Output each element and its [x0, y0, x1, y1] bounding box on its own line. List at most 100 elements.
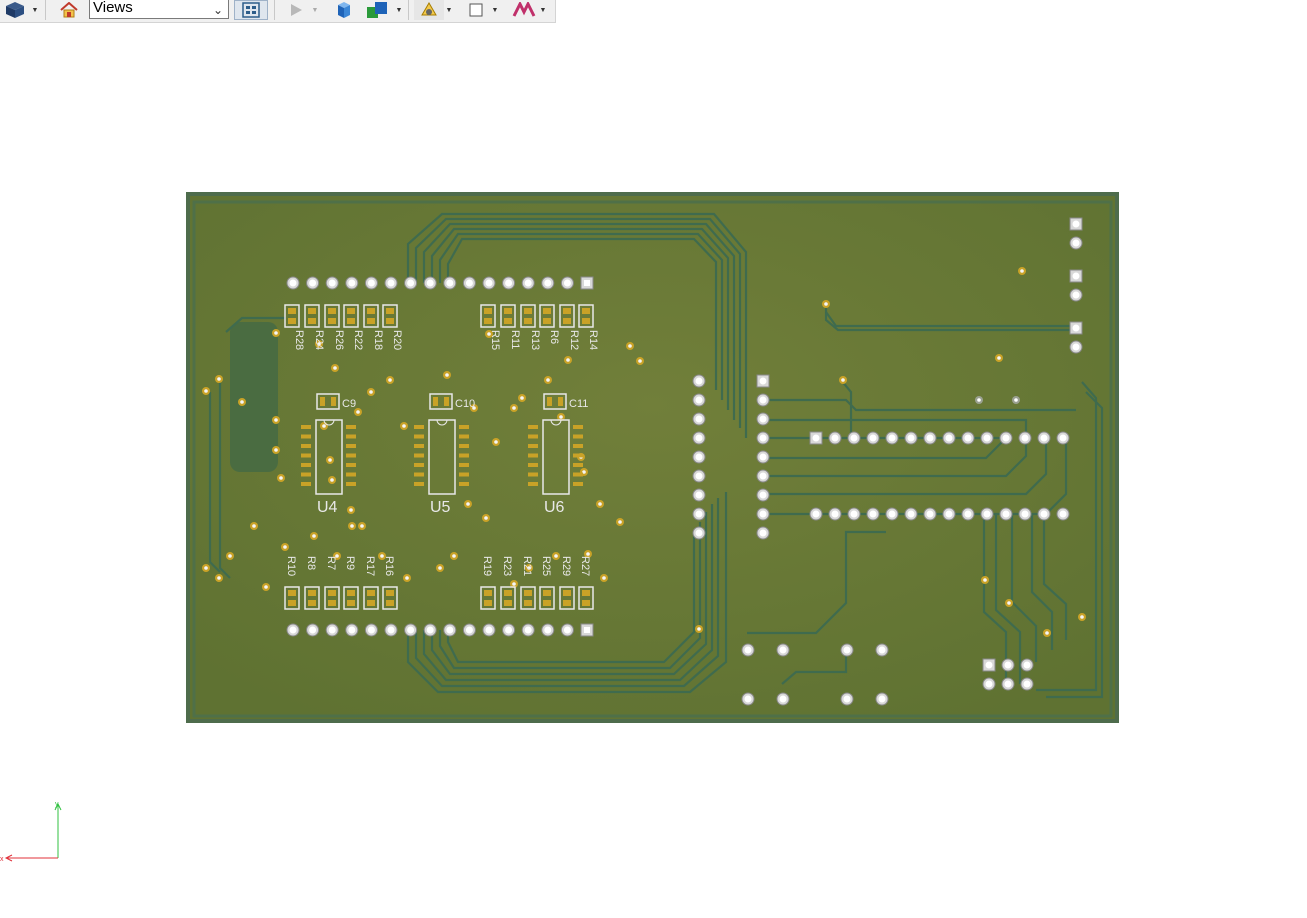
header-pad: [756, 507, 770, 521]
resistor-label: R21: [521, 556, 533, 576]
chevron-down-icon[interactable]: ▼: [31, 6, 39, 14]
resistor-footprint: [382, 304, 398, 328]
header-pad: [482, 623, 496, 637]
chevron-down-icon[interactable]: ▼: [395, 6, 403, 14]
via: [1018, 267, 1026, 275]
header-pad: [692, 431, 706, 445]
header-pad: [875, 643, 889, 657]
resistor-label: R6: [548, 330, 560, 344]
resistor-label: R8: [305, 556, 317, 570]
header-pad: [482, 276, 496, 290]
header-pad: [423, 623, 437, 637]
via: [215, 375, 223, 383]
resistor-footprint: [324, 586, 340, 610]
via: [1005, 599, 1013, 607]
chevron-down-icon[interactable]: ▼: [311, 6, 319, 14]
header-pad: [325, 276, 339, 290]
via: [272, 416, 280, 424]
std-views-icon[interactable]: [510, 0, 538, 20]
header-pad: [384, 276, 398, 290]
via: [596, 500, 604, 508]
via: [403, 574, 411, 582]
via: [485, 330, 493, 338]
via: [1043, 629, 1051, 637]
header-pad: [1056, 507, 1070, 521]
draw-style-icon[interactable]: [0, 0, 30, 20]
via: [981, 576, 989, 584]
via: [995, 354, 1003, 362]
box-selection-icon[interactable]: [464, 0, 488, 20]
toolbar: ▼ Views ⌄ ▼ ▼ ▼ ▼ ▼: [0, 0, 556, 23]
via: [616, 518, 624, 526]
header-pad: [541, 276, 555, 290]
header-pad: [404, 623, 418, 637]
capacitor-label: C10: [455, 398, 475, 410]
header-pad: [521, 276, 535, 290]
via: [202, 387, 210, 395]
resistor-footprint: [539, 586, 555, 610]
header-pad: [756, 431, 770, 445]
via: [564, 356, 572, 364]
header-pad: [756, 469, 770, 483]
header-pad: [982, 677, 996, 691]
resistor-label: R20: [391, 330, 403, 350]
via: [443, 371, 451, 379]
via: [470, 404, 478, 412]
header-pad: [560, 276, 574, 290]
home-icon[interactable]: [56, 0, 82, 20]
header-pad: [580, 276, 594, 290]
via: [315, 340, 323, 348]
header-pad: [1069, 236, 1083, 250]
chevron-down-icon[interactable]: ▼: [539, 6, 547, 14]
fit-all-icon[interactable]: [234, 0, 268, 20]
via: [272, 446, 280, 454]
via: [320, 422, 328, 430]
resistor-footprint: [520, 304, 536, 328]
standard-view-icon[interactable]: [332, 0, 356, 20]
via: [626, 342, 634, 350]
header-pad: [756, 393, 770, 407]
via: [518, 394, 526, 402]
header-pad: [809, 507, 823, 521]
header-pad: [443, 276, 457, 290]
header-pad: [756, 450, 770, 464]
resistor-footprint: [343, 304, 359, 328]
play-icon[interactable]: [282, 0, 310, 20]
resistor-footprint: [500, 304, 516, 328]
resistor-label: R14: [587, 330, 599, 350]
via: [215, 574, 223, 582]
chevron-down-icon[interactable]: ▼: [445, 6, 453, 14]
via: [347, 506, 355, 514]
chevron-down-icon[interactable]: ▼: [491, 6, 499, 14]
header-pad: [364, 623, 378, 637]
header-pad: [866, 507, 880, 521]
views-select-value: Views: [93, 0, 133, 16]
header-pad: [1001, 677, 1015, 691]
right-header-pads: [692, 217, 1083, 706]
resistor-label: R24: [313, 330, 325, 350]
via: [450, 552, 458, 560]
resistor-label: R16: [383, 556, 395, 576]
header-pad: [756, 488, 770, 502]
via: [238, 398, 246, 406]
header-pad: [961, 431, 975, 445]
isometric-icon[interactable]: [364, 0, 394, 20]
header-pad: [1020, 677, 1034, 691]
measure-icon[interactable]: [414, 0, 444, 20]
via: [695, 625, 703, 633]
header-pad: [692, 450, 706, 464]
header-pad: [306, 276, 320, 290]
y-axis-label: y: [55, 801, 59, 808]
views-select[interactable]: Views ⌄: [89, 0, 229, 19]
resistor-footprint: [559, 304, 575, 328]
via: [1078, 613, 1086, 621]
via: [482, 514, 490, 522]
via: [226, 552, 234, 560]
x-axis-label: x: [0, 856, 4, 863]
header-pad: [521, 623, 535, 637]
resistor-footprint: [578, 586, 594, 610]
header-pad: [982, 658, 996, 672]
header-pad: [692, 507, 706, 521]
